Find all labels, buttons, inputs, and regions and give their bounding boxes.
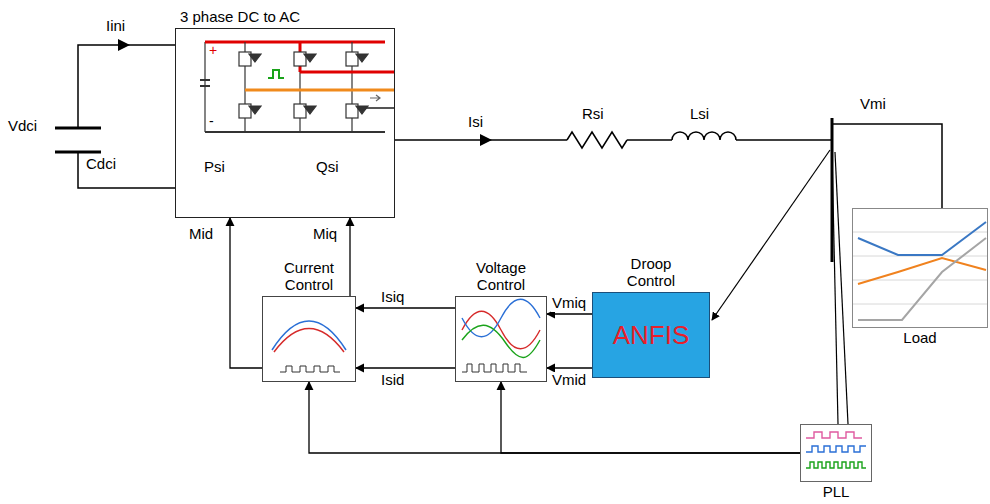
inverter-bridge <box>245 89 395 92</box>
dc-capacitor <box>55 151 101 154</box>
load-profile-chart <box>852 304 988 305</box>
power-line <box>672 132 736 140</box>
power-line <box>832 124 942 208</box>
measurement-wire <box>712 150 830 320</box>
signal-label: Vmiq <box>551 295 587 312</box>
inverter-box: 3 phase DC to ACPsiQsi <box>175 28 395 218</box>
inverter-bridge <box>300 71 395 74</box>
signal-label: Mid <box>188 226 214 243</box>
block-title: 3 phase DC to AC <box>180 9 300 26</box>
control-block: Current Control <box>262 296 356 382</box>
block-name: ANFIS <box>593 321 709 350</box>
block-title: Load <box>883 330 957 347</box>
load-box: Load <box>852 208 988 328</box>
inverter-bridge <box>249 54 368 114</box>
dc-capacitor <box>118 39 130 51</box>
signal-connector <box>501 382 800 453</box>
signal-connector <box>547 313 592 314</box>
pll-graphic <box>806 432 862 438</box>
block-title: PLL <box>799 484 873 501</box>
inverter-bridge <box>200 79 210 81</box>
voltage-label: Vmi <box>860 96 886 113</box>
inverter-bridge <box>200 42 395 132</box>
signal-label: Vmid <box>551 372 587 389</box>
voltage-label: Vdci <box>8 118 37 135</box>
signal-connector <box>230 218 262 368</box>
signal-connector <box>356 367 455 368</box>
anfis-block: Droop ControlANFIS <box>592 292 710 378</box>
dc-capacitor <box>78 45 175 128</box>
current-control-graphic <box>274 329 344 353</box>
inverter-bridge <box>370 95 380 101</box>
current-label: Iini <box>106 18 125 35</box>
voltage-control-graphic <box>462 325 540 357</box>
load-profile-chart <box>858 238 986 320</box>
component-label: Cdci <box>86 156 116 173</box>
terminal-sign: - <box>209 114 214 129</box>
pll-graphic <box>806 446 866 452</box>
voltage-control-graphic <box>462 364 527 372</box>
inverter-bridge <box>205 131 385 133</box>
signal-label: Miq <box>312 226 338 243</box>
dc-capacitor <box>55 39 175 188</box>
signal-connector <box>349 218 350 296</box>
dc-capacitor <box>55 127 101 130</box>
pll-graphic <box>806 432 866 468</box>
pll-box: PLL <box>800 424 872 482</box>
load-profile-chart <box>852 222 988 320</box>
block-title: Current Control <box>272 260 346 293</box>
current-control-graphic <box>280 366 340 372</box>
voltage-control-graphic <box>462 299 540 372</box>
signal-label: Isid <box>380 372 405 389</box>
control-block: Voltage Control <box>455 296 547 382</box>
component-label: Rsi <box>582 106 604 123</box>
load-profile-chart <box>858 258 986 284</box>
power-label: Psi <box>204 159 225 176</box>
power-line <box>627 139 672 141</box>
inverter-bridge <box>268 70 284 78</box>
component-label: Lsi <box>690 106 709 123</box>
load-profile-chart <box>852 232 988 233</box>
current-label: Isi <box>468 114 483 131</box>
signal-connector <box>547 367 592 368</box>
load-profile-chart <box>858 222 986 255</box>
terminal-sign: + <box>209 43 217 58</box>
power-line <box>567 132 627 148</box>
inverter-bridge <box>205 41 385 44</box>
power-label: Qsi <box>316 159 339 176</box>
pll-graphic <box>806 462 866 468</box>
block-title: Voltage Control <box>464 260 538 293</box>
power-line <box>480 134 492 146</box>
measurement-wire <box>835 152 848 424</box>
current-control-graphic <box>272 321 346 372</box>
voltage-control-graphic <box>462 299 540 337</box>
measurement-wire <box>712 150 848 424</box>
signal-connector <box>356 307 455 308</box>
inverter-bridge <box>200 85 210 87</box>
power-line <box>736 139 832 141</box>
signal-label: Isiq <box>380 289 405 306</box>
current-control-graphic <box>272 321 346 350</box>
power-line <box>395 118 942 262</box>
signal-connector <box>309 382 800 453</box>
dc-capacitor <box>78 152 175 188</box>
block-title: Droop Control <box>614 256 688 289</box>
